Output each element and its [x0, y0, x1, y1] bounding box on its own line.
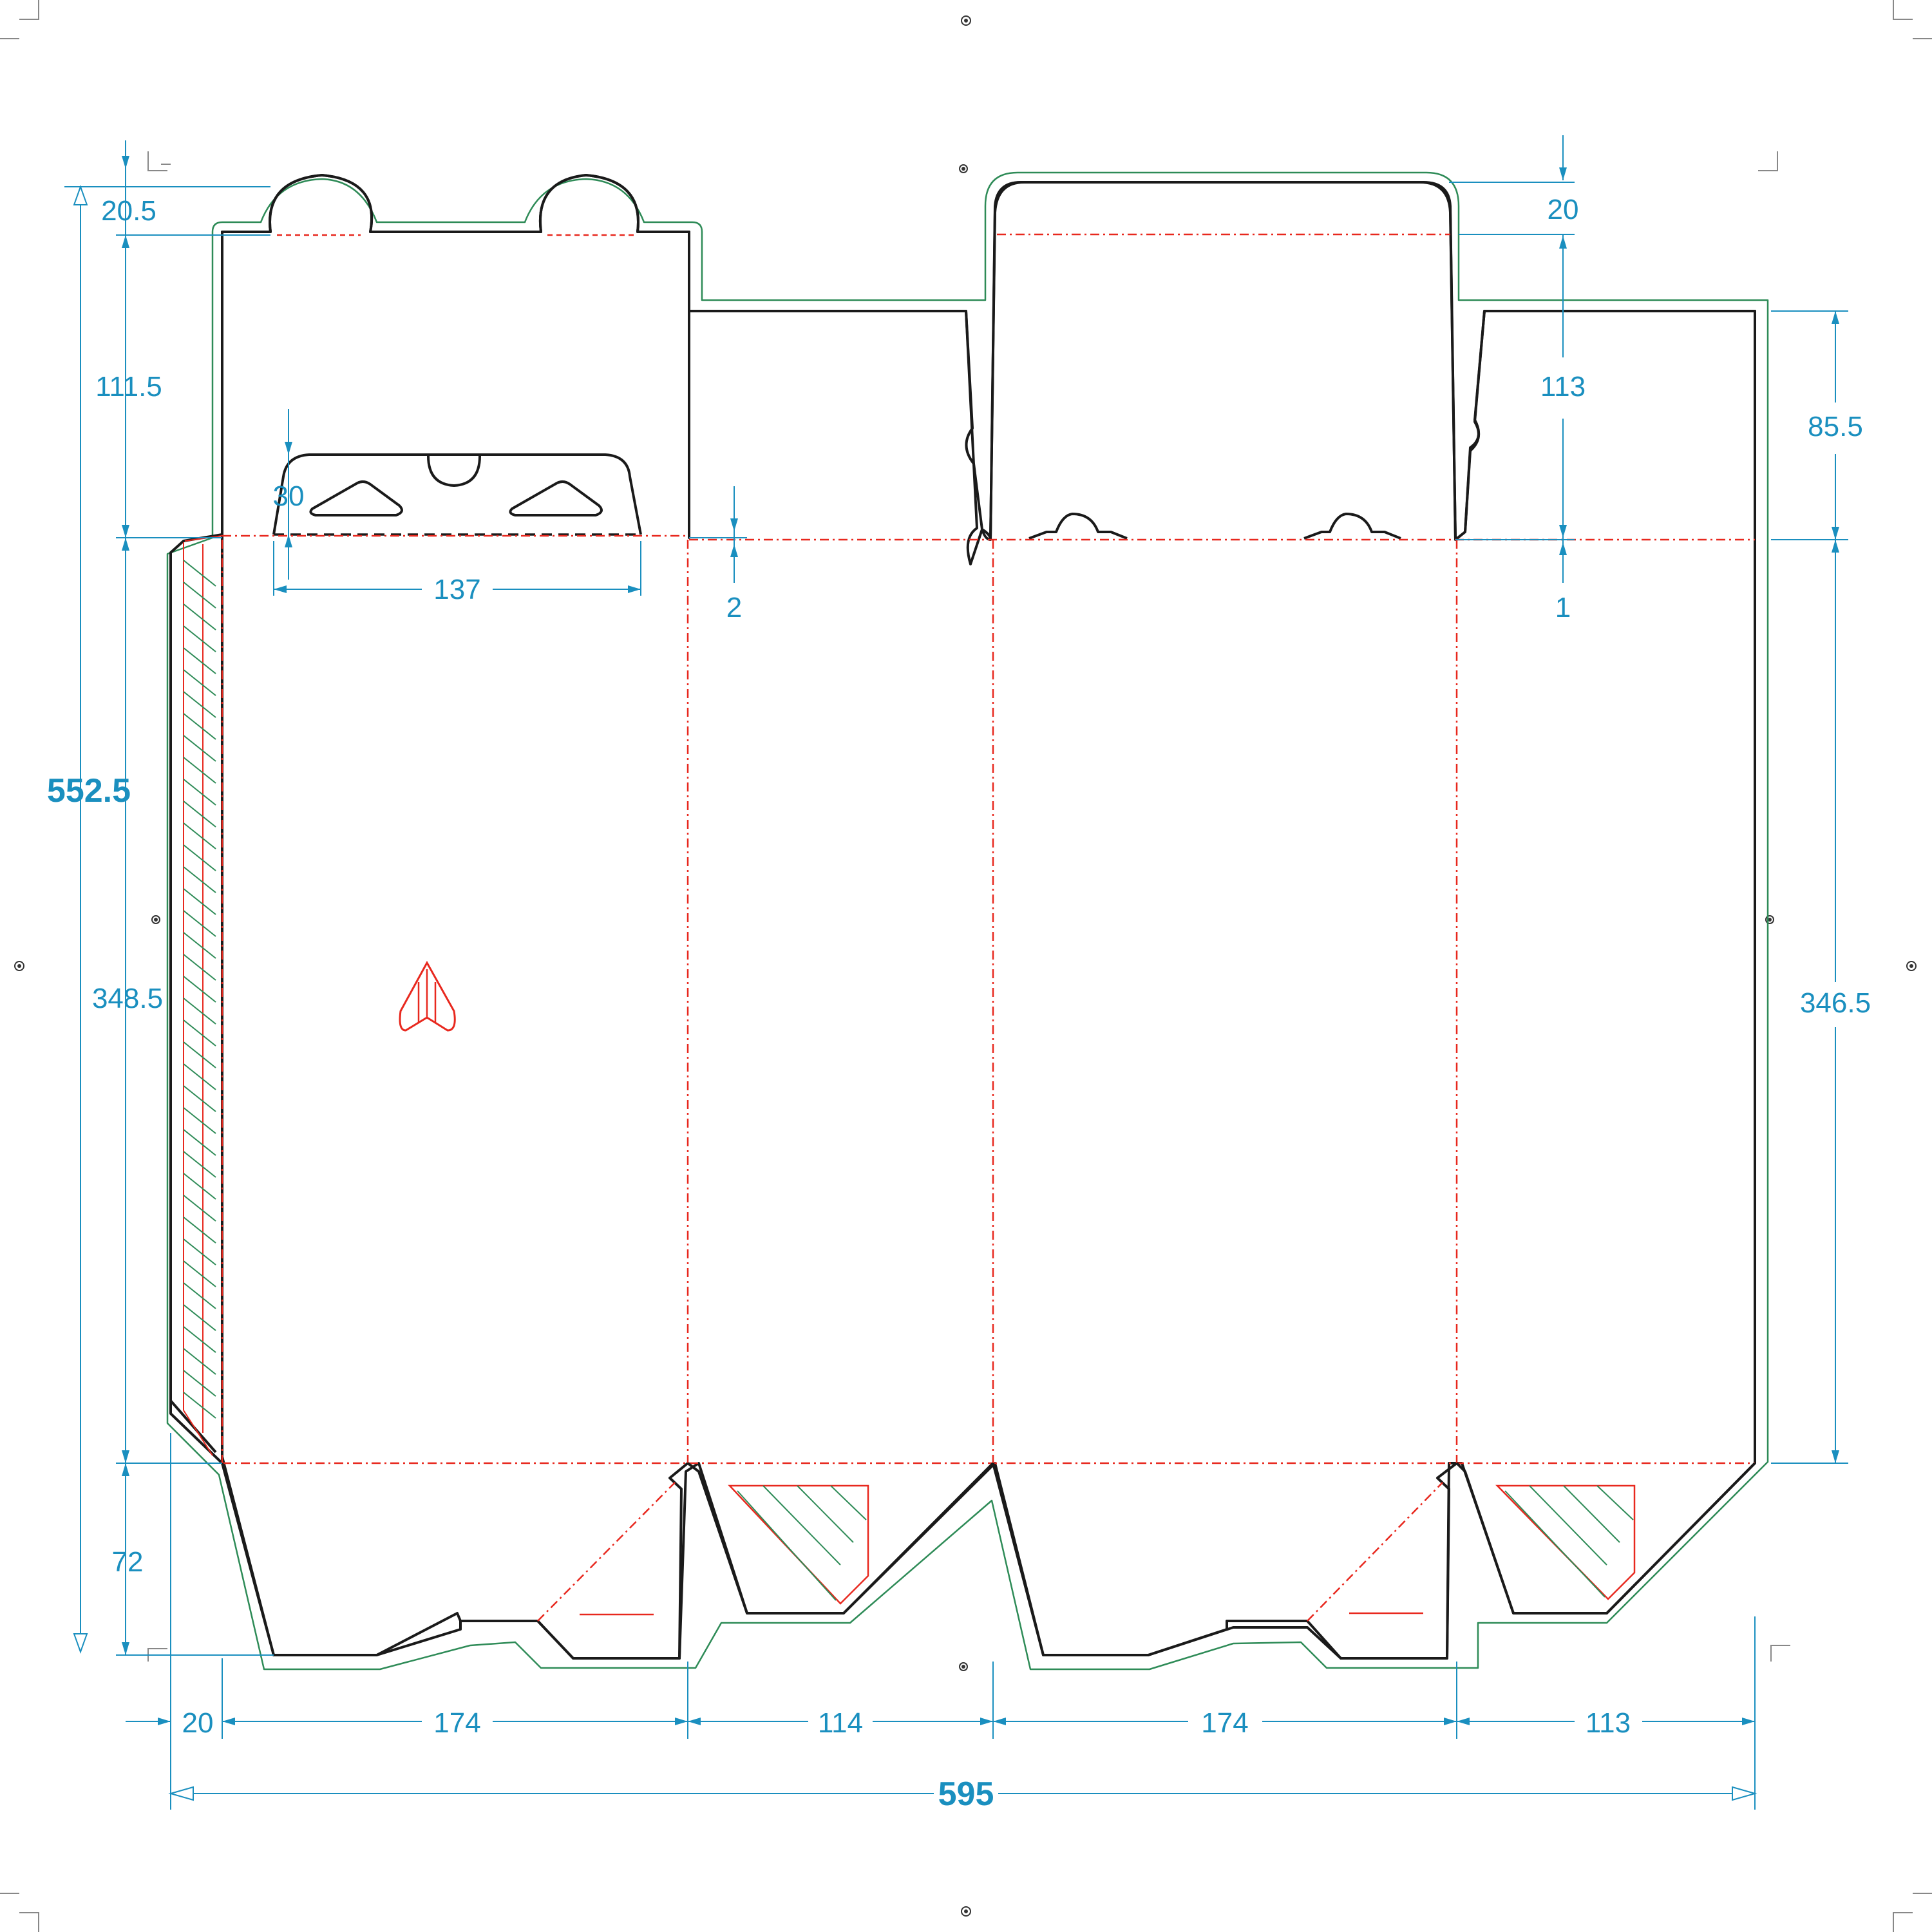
dust-flap-right: [1454, 310, 1756, 541]
dim-panel-front-width: 174: [433, 1707, 480, 1739]
glue-flap-hatch-lines: [183, 560, 216, 1419]
glue-hatch-line: [183, 1129, 216, 1156]
bottom-glue-area-2: [728, 1484, 869, 1605]
glue-hatch-line: [183, 560, 216, 587]
glue-hatch-line: [183, 1304, 216, 1331]
glue-hatch-line: [183, 1107, 216, 1134]
glue-hatch-line: [183, 1370, 216, 1397]
bottom-glue-area-4: [1495, 1484, 1636, 1600]
bottom-diagonal-crease-3: [1307, 1482, 1443, 1622]
glue-hatch-line: [183, 1173, 216, 1200]
bottom-glue-hatch-4: [1504, 1485, 1634, 1598]
glue-hatch-line: [183, 910, 216, 937]
glue-hatch-line: [183, 1238, 216, 1265]
dim-panel-side2-width: 113: [1586, 1707, 1631, 1739]
glue-hatch-line: [183, 1063, 216, 1090]
dim-top-tab-height: 20.5: [101, 195, 156, 227]
glue-hatch-line: [183, 735, 216, 762]
bleed-outline: [166, 171, 1769, 1671]
lid-flap: [989, 181, 1457, 540]
glue-hatch-line: [183, 844, 216, 871]
cut-outline: [169, 174, 1756, 1660]
dust-flap-left: [689, 310, 991, 541]
hanger-hole-left: [309, 480, 403, 516]
lid-lock-tab-right: [1303, 513, 1401, 540]
glue-hatch-line: [183, 603, 216, 630]
glue-hatch-line: [183, 1085, 216, 1112]
bottom-glue-hatch-2: [737, 1485, 867, 1601]
glue-hatch-line: [183, 1019, 216, 1046]
glue-hatch-line: [183, 932, 216, 959]
glue-hatch-line: [183, 1195, 216, 1222]
top-left-flap: [221, 174, 690, 540]
dim-bottom-flap-height: 72: [112, 1546, 144, 1578]
bottom-flap-2: [687, 1462, 994, 1615]
glue-hatch-line: [183, 998, 216, 1025]
hanger-tab: [272, 453, 642, 535]
glue-hatch-line: [183, 1217, 216, 1244]
body-crease-lines: [221, 535, 1755, 1464]
glue-hatch-line: [183, 822, 216, 849]
glue-hatch-line: [183, 1041, 216, 1068]
dimension-arrows: [73, 156, 1839, 1801]
dim-total-height: 552.5: [47, 772, 131, 810]
dim-lid-height: 113: [1540, 371, 1586, 402]
dim-body-height-right: 346.5: [1800, 987, 1871, 1019]
glue-hatch-line: [183, 625, 216, 652]
dim-hanger-tab-width: 137: [433, 574, 480, 605]
dim-glue-flap-width: 20: [182, 1707, 214, 1739]
dim-top-flap-height: 111.5: [95, 371, 162, 402]
glue-hatch-line: [183, 713, 216, 740]
dim-total-width: 595: [938, 1776, 994, 1813]
dim-hanger-tab-height: 30: [273, 480, 305, 512]
glue-hatch-line: [183, 669, 216, 696]
glue-hatch-line: [183, 1326, 216, 1353]
registration-marks: [14, 15, 1917, 1917]
dim-dust-flap-height: 85.5: [1808, 411, 1863, 442]
dim-left-offset: 2: [726, 592, 742, 623]
dim-right-offset: 1: [1555, 592, 1571, 623]
glue-hatch-line: [183, 954, 216, 981]
glue-hatch-line: [183, 1348, 216, 1375]
glue-hatch-line: [183, 800, 216, 828]
hanger-hole-right: [509, 480, 603, 516]
hanger-thumb-notch: [427, 455, 481, 487]
bottom-flap-3: [992, 1462, 1458, 1660]
glue-hatch-line: [183, 1392, 216, 1419]
glue-hatch-line: [183, 888, 216, 915]
dim-lid-tab-height: 20: [1548, 194, 1579, 225]
lid-lock-tab-left: [1028, 513, 1128, 540]
glue-hatch-line: [183, 647, 216, 674]
dim-body-height-left: 348.5: [92, 983, 163, 1014]
bottom-flap-4: [1455, 1462, 1756, 1615]
glue-hatch-line: [183, 1151, 216, 1178]
glue-hatch-line: [183, 866, 216, 893]
glue-hatch-line: [183, 582, 216, 609]
dim-panel-side-width: 114: [818, 1707, 863, 1739]
grain-direction-icon: [399, 960, 456, 1032]
glue-hatch-line: [183, 1260, 216, 1287]
glue-hatch-line: [183, 976, 216, 1003]
glue-hatch-line: [183, 691, 216, 718]
dim-panel-back-width: 174: [1201, 1707, 1248, 1739]
bottom-flap-1: [221, 1462, 689, 1660]
glue-hatch-line: [183, 757, 216, 784]
glue-hatch-line: [183, 1282, 216, 1309]
glue-hatch-line: [183, 779, 216, 806]
bottom-diagonal-crease-1: [537, 1482, 676, 1622]
